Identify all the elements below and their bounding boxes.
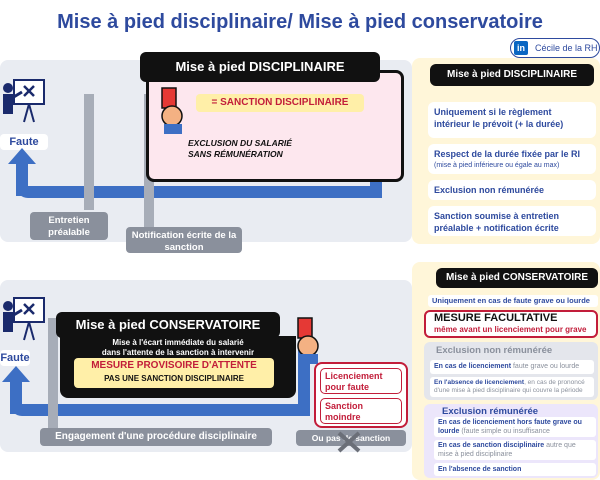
red-card-icon — [152, 86, 192, 134]
rb-paid-title: Exclusion rémunérée — [442, 406, 539, 417]
rb-paid-item-3: En l'absence de sanction — [434, 463, 596, 476]
top-flow-arrow-horizontal — [16, 186, 382, 198]
outcome-callout — [314, 362, 408, 428]
top-gray-pipe-1 — [84, 94, 94, 210]
rt-item-2: Respect de la durée fixée par le RI (mis… — [428, 144, 596, 174]
rb-paid-item-2-rest: autre que mise à pied disciplinaire — [438, 442, 576, 458]
bottom-flow-arrow-vertical — [10, 378, 22, 414]
faute-label-bottom: Faute — [0, 350, 30, 366]
rb-unpaid-item-1-main: En cas de licenciement — [434, 363, 512, 370]
page-title: Mise à pied disciplinaire/ Mise à pied c… — [57, 11, 543, 33]
arrow-up-icon — [8, 148, 36, 164]
rb-paid-item-3-main: En l'absence de sanction — [438, 466, 522, 473]
teacher-icon — [0, 76, 50, 128]
disciplinaire-header: Mise à pied DISCIPLINAIRE — [140, 52, 380, 82]
rb-facultative-sub: même avant un licenciement pour grave — [434, 325, 587, 334]
disciplinaire-box — [146, 70, 404, 182]
top-flow-arrow-vertical — [16, 160, 28, 196]
rb-facultative-box — [424, 310, 598, 338]
rt-item-3: Exclusion non rémunérée — [428, 180, 596, 200]
arrow-up-icon — [2, 366, 30, 382]
rb-paid-item-2-main: En cas de sanction disciplinaire — [438, 442, 545, 449]
step-engagement: Engagement d'une procédure disciplinaire — [40, 428, 272, 446]
provisoire-tag-line2: PAS UNE SANCTION DISCIPLINAIRE — [104, 374, 244, 383]
rt-item-2-main: Respect de la durée fixée par le RI — [434, 149, 581, 159]
exclusion-note: EXCLUSION DU SALARIÉ SANS RÉMUNÉRATION — [188, 138, 292, 159]
rb-unpaid-title: Exclusion non rémunérée — [436, 345, 553, 356]
rb-unpaid-item-2-main: En l'absence de licenciement — [434, 379, 525, 386]
conservatoire-sub2: dans l'attente de la sanction à interven… — [101, 348, 255, 357]
rt-item-3-main: Exclusion non rémunérée — [434, 185, 545, 195]
red-card-icon — [288, 316, 328, 364]
rt-item-2-sub: (mise à pied inférieure ou égale au max) — [434, 162, 560, 169]
step-entretien: Entretien préalable — [30, 212, 108, 240]
rt-item-4-main: Sanction soumise à entretien préalable +… — [434, 211, 560, 233]
provisoire-tag: MESURE PROVISOIRE D'ATTENTE PAS UNE SANC… — [74, 358, 274, 388]
right-disciplinaire-header: Mise à pied DISCIPLINAIRE — [430, 64, 594, 86]
rb-paid-item-1-rest: (faute simple ou insuffisance profession… — [461, 428, 550, 435]
rb-unpaid-item-1: En cas de licenciement faute grave ou lo… — [430, 360, 594, 374]
faute-label-top: Faute — [0, 134, 48, 150]
bottom-flow-arrow-horizontal — [10, 404, 310, 416]
right-conservatoire-header: Mise à pied CONSERVATOIRE — [436, 268, 598, 288]
rb-paid-item-2: En cas de sanction disciplinaire autre q… — [434, 440, 596, 460]
linkedin-icon: in — [514, 41, 528, 55]
rb-paid-item-1: En cas de licenciement hors faute grave … — [434, 417, 596, 437]
provisoire-tag-line1: MESURE PROVISOIRE D'ATTENTE — [91, 360, 257, 371]
rt-item-1: Uniquement si le règlement intérieur le … — [428, 102, 596, 138]
rb-unpaid-item-2: En l'absence de licenciement, en cas de … — [430, 377, 594, 397]
sanction-tag: = SANCTION DISCIPLINAIRE — [196, 94, 364, 112]
rb-paid-item-1-main: En cas de licenciement hors faute grave … — [438, 419, 582, 435]
bottom-gray-pipe — [48, 318, 58, 428]
rb-facultative-title: MESURE FACULTATIVE — [434, 312, 558, 324]
outcome-sanction-moindre: Sanction moindre — [320, 398, 402, 424]
rb-unpaid-item-2-rest: , en cas de prononcé d'une mise à pied d… — [434, 379, 585, 394]
conservatoire-header: Mise à pied CONSERVATOIRE — [56, 312, 280, 338]
cross-icon — [336, 430, 362, 454]
conservatoire-sub1: Mise à l'écart immédiate du salarié — [112, 338, 244, 347]
rt-item-4: Sanction soumise à entretien préalable +… — [428, 206, 596, 236]
rb-unpaid-item-1-rest: faute grave ou lourde — [511, 363, 580, 370]
teacher-icon — [0, 294, 50, 346]
rt-item-1-main: Uniquement si le règlement intérieur le … — [434, 107, 564, 129]
outcome-licenciement: Licenciement pour faute — [320, 368, 402, 394]
rb-line1: Uniquement en cas de faute grave ou lour… — [428, 295, 598, 307]
step-notification: Notification écrite de la sanction — [126, 227, 242, 253]
